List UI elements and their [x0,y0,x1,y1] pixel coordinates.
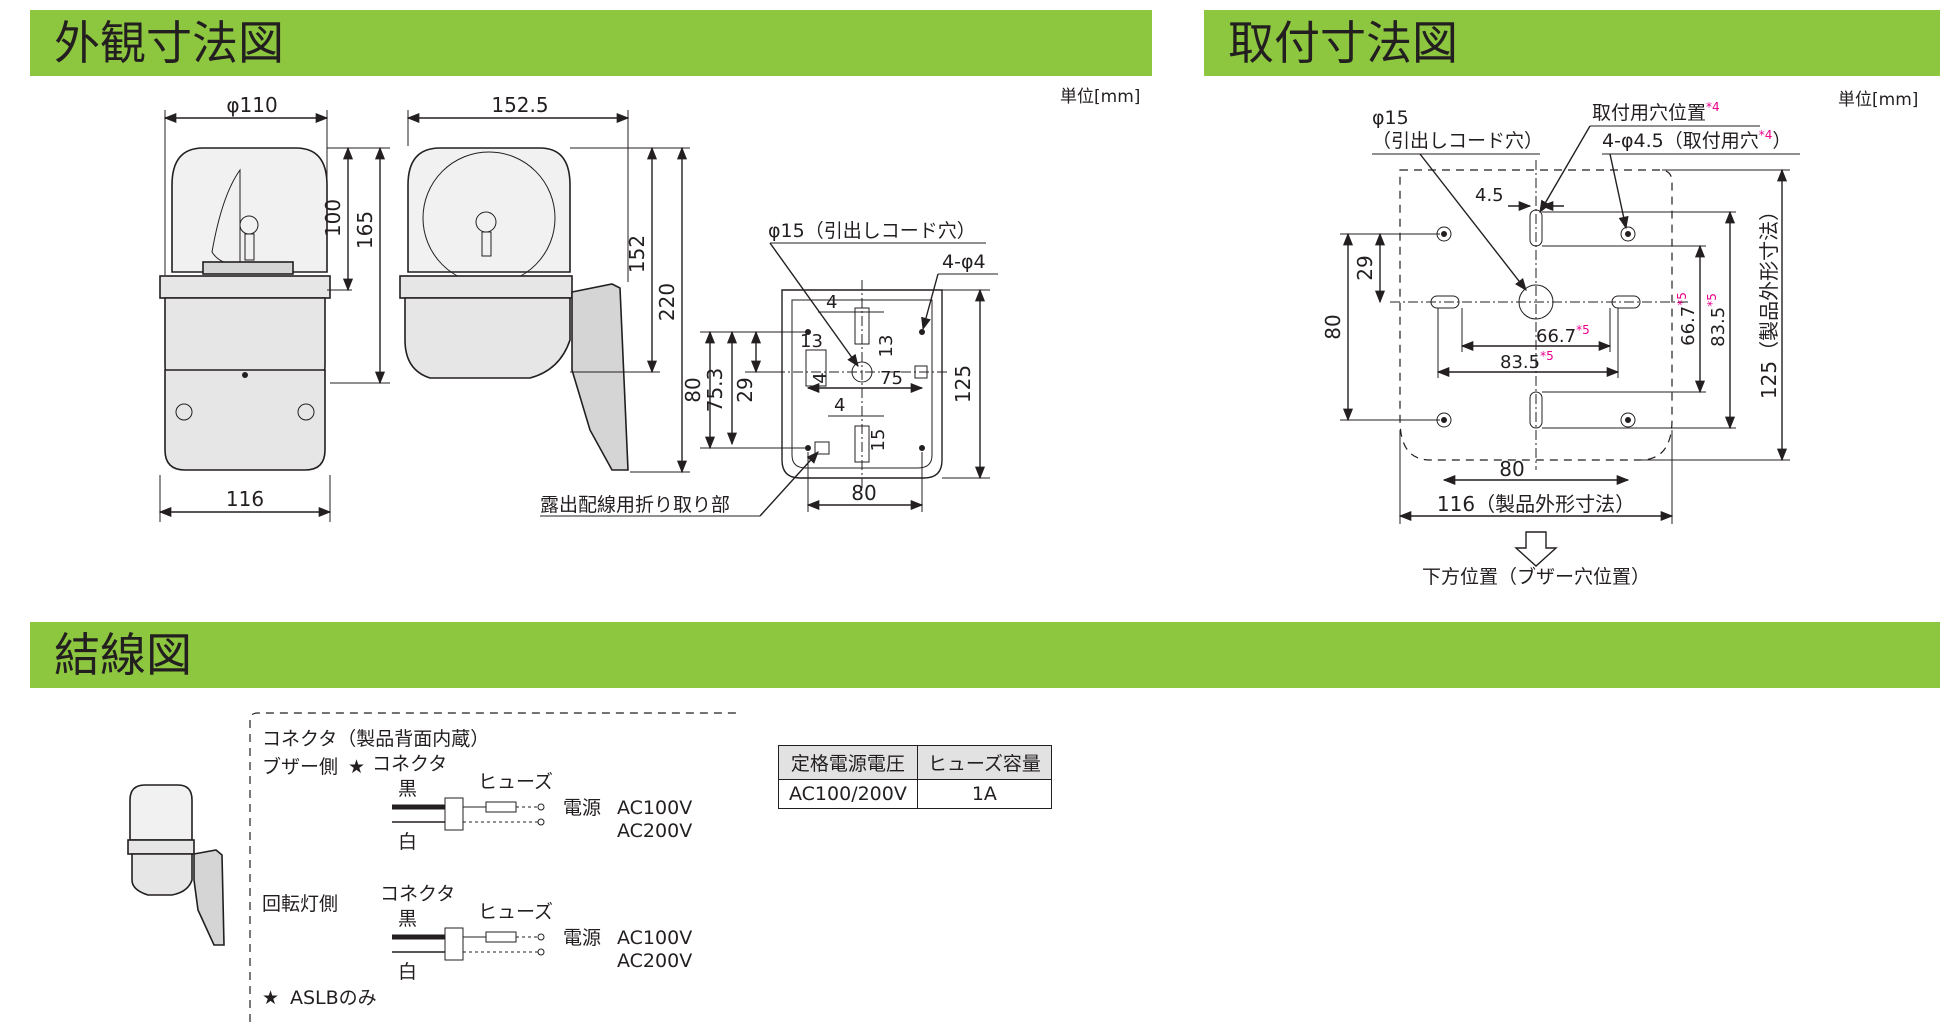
dim-152: 152 [625,235,649,273]
label-phi15: φ15 [1372,107,1409,129]
side-view [399,147,629,471]
mounting-plate [1390,160,1690,470]
label-ac200-1: AC200V [617,820,692,842]
label-fuse-2: ヒューズ [478,901,553,923]
label-knockout: 露出配線用折り取り部 [540,494,730,516]
wiring-diagram-header: 結線図 [30,622,1940,688]
spec-header-voltage: 定格電源電圧 [778,745,918,780]
star-icon-footnote: ★ [262,987,279,1009]
label-rotary-side: 回転灯側 [262,893,338,915]
dim-165: 165 [353,211,377,249]
label-connector-2: コネクタ [380,883,455,905]
label-white-1: 白 [398,831,417,853]
label-aslb-only: ASLBのみ [290,987,377,1009]
outer-dimensions-header: 外観寸法図 [30,10,1152,76]
dim-phi110: φ110 [226,93,277,117]
label-ac100-1: AC100V [617,797,692,819]
dim-66-7-vertical: 66.7*5 [1675,292,1699,346]
dim-29: 29 [733,377,757,402]
label-4-phi4: 4-φ4 [942,251,986,273]
dim-83-5-horizontal: 83.5*5 [1500,349,1554,373]
dim-80-mount-horizontal: 80 [1499,457,1524,481]
dim-100: 100 [321,199,345,237]
wiring-diagram-title: 結線図 [54,628,192,682]
spec-table-header-row: 定格電源電圧 ヒューズ容量 [778,745,1052,780]
dim-4-left: 4 [810,372,831,383]
outer-dimensions-title: 外観寸法図 [54,16,284,70]
dim-4-5: 4.5 [1475,185,1504,206]
front-view [159,147,331,471]
spec-cell-fuse: 1A [916,779,1052,809]
connector-2 [392,927,545,961]
down-arrow-icon [1514,531,1558,567]
label-white-2: 白 [398,961,417,983]
label-ac200-2: AC200V [617,950,692,972]
connector-1 [392,797,545,831]
dim-4-top: 4 [826,292,837,313]
unit-label-outer: 単位[mm] [1060,87,1141,107]
label-power-2: 電源 [563,927,601,949]
label-fuse-1: ヒューズ [478,771,553,793]
unit-label-mount: 単位[mm] [1838,90,1919,110]
dim-125: 125 [951,365,975,403]
label-ac100-2: AC100V [617,927,692,949]
mounting-dimensions-title: 取付寸法図 [1228,16,1458,70]
dim-83-5-vertical: 83.5*5 [1705,293,1729,347]
dim-125-product: 125（製品外形寸法） [1757,201,1781,399]
label-mount-hole-position: 取付用穴位置*4 [1592,100,1720,124]
label-black-2: 黒 [398,908,417,930]
back-plate-view [775,280,950,488]
label-power-1: 電源 [563,797,601,819]
dim-15: 15 [868,429,889,452]
spec-header-fuse: ヒューズ容量 [916,745,1052,780]
dim-116: 116 [226,487,264,511]
spec-cell-voltage: AC100/200V [778,779,918,809]
label-buzzer-side: ブザー側 [262,755,338,778]
label-down-position: 下方位置（ブザー穴位置） [1422,565,1650,588]
spec-table: 定格電源電圧 ヒューズ容量 AC100/200V 1A [778,745,1052,809]
dim-13-left: 13 [800,331,823,352]
dim-4-bottom: 4 [834,395,845,416]
label-connector-1: コネクタ [372,753,447,775]
dim-220: 220 [655,283,679,321]
dim-29-mount: 29 [1353,255,1377,280]
dim-116-product: 116（製品外形寸法） [1437,492,1635,516]
label-connector-built-in: コネクタ（製品背面内蔵） [262,728,489,750]
star-icon: ★ [348,756,365,778]
label-phi15-cord-hole: φ15（引出しコード穴） [768,220,976,242]
dim-66-7-horizontal: 66.7*5 [1536,323,1590,347]
mounting-dimensions-header: 取付寸法図 [1204,10,1940,76]
dim-75-3: 75.3 [703,368,727,413]
dim-80-horizontal: 80 [851,481,876,505]
label-4-phi4-5: 4-φ4.5（取付用穴*4） [1602,128,1791,152]
wiring-product-icon [127,784,225,946]
table-row: AC100/200V 1A [778,779,1052,809]
dim-75: 75 [880,368,903,389]
dim-80-vertical: 80 [681,377,705,402]
label-phi15-sub: （引出しコード穴） [1372,130,1543,152]
dim-152-5: 152.5 [491,93,548,117]
dim-80-mount-vertical: 80 [1321,314,1345,339]
label-black-1: 黒 [398,778,417,800]
dim-13-right: 13 [876,335,897,358]
